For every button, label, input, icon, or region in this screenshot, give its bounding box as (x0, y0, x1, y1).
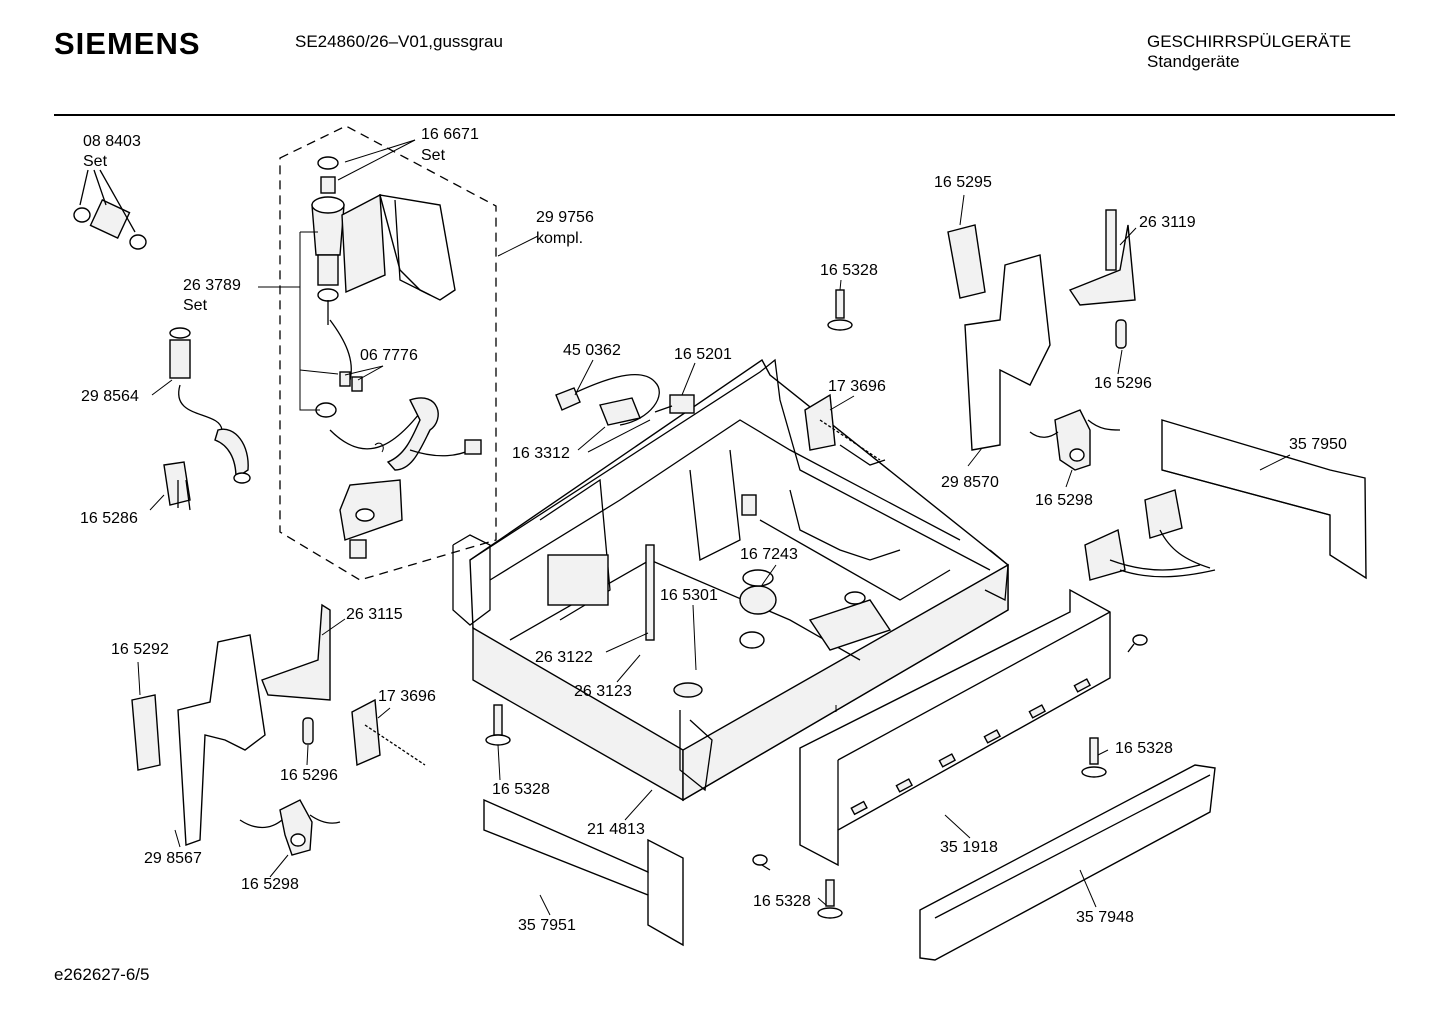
side-panel-357951 (483, 798, 684, 947)
category-subtitle: Standgeräte (1147, 52, 1240, 71)
plinth-357948 (919, 764, 1216, 961)
label-165292: 16 5292 (111, 641, 169, 658)
label-298567: 29 8567 (144, 850, 202, 867)
label-166671: 16 6671 (421, 126, 479, 143)
label-263122: 26 3122 (535, 649, 593, 666)
label-357951: 35 7951 (518, 917, 576, 934)
label-165298-left: 16 5298 (241, 876, 299, 893)
label-067776: 06 7776 (360, 347, 418, 364)
kickplate-351918 (799, 588, 1111, 867)
label-165298-right: 16 5298 (1035, 492, 1093, 509)
label-165328-top: 16 5328 (820, 262, 878, 279)
label-088403: 08 8403 (83, 133, 141, 150)
kit-outline-299756 (279, 125, 497, 581)
inlet-valve-assembly (311, 156, 482, 559)
label-173696-top: 17 3696 (828, 378, 886, 395)
label-165296-left: 16 5296 (280, 767, 338, 784)
label-263115: 26 3115 (346, 606, 403, 623)
wiring-harness (1084, 489, 1216, 581)
label-263123: 26 3123 (574, 683, 632, 700)
label-263789: 26 3789 (183, 277, 241, 294)
label-450362: 45 0362 (563, 342, 621, 359)
hinge-assembly-right (947, 209, 1136, 471)
label-088403-set: Set (83, 153, 108, 170)
part-labels: 08 8403 Set 16 6671 Set 29 9756 kompl. 2… (80, 126, 1347, 934)
label-165328-right: 16 5328 (1115, 740, 1173, 757)
label-214813: 21 4813 (587, 821, 645, 838)
tension-spring-top (804, 393, 886, 466)
label-173696-left: 17 3696 (378, 688, 436, 705)
base-tub-drawing (452, 358, 1009, 802)
label-167243: 16 7243 (740, 546, 798, 563)
adjustable-foot-right (1081, 737, 1107, 778)
label-263789-set: Set (183, 297, 208, 314)
screw-right (1127, 634, 1148, 653)
clip-165286 (163, 461, 191, 511)
label-299756-kompl: kompl. (536, 230, 583, 247)
label-357948: 35 7948 (1076, 909, 1134, 926)
category-title: GESCHIRRSPÜLGERÄTE (1147, 32, 1352, 51)
label-165296-right: 16 5296 (1094, 375, 1152, 392)
side-panel-357950 (1161, 419, 1367, 580)
label-351918: 35 1918 (940, 839, 998, 856)
label-163312: 16 3312 (512, 445, 570, 462)
hinge-assembly-left (131, 603, 426, 856)
label-298564: 29 8564 (81, 388, 139, 405)
adjustable-foot-top (827, 289, 853, 331)
adjustable-foot-bottom (752, 854, 843, 919)
adjustable-foot-left (485, 704, 511, 746)
header-divider (54, 114, 1395, 116)
label-165328-bottom: 16 5328 (753, 893, 811, 910)
hose-spring (169, 327, 251, 484)
label-165295: 16 5295 (934, 174, 992, 191)
label-299756: 29 9756 (536, 209, 594, 226)
drawing-id: e262627-6/5 (54, 965, 150, 984)
label-298570: 29 8570 (941, 474, 999, 491)
label-165328-foot: 16 5328 (492, 781, 550, 798)
label-165301: 16 5301 (660, 587, 718, 604)
cable-assembly (555, 374, 695, 426)
label-263119: 26 3119 (1139, 214, 1196, 231)
label-357950: 35 7950 (1289, 436, 1347, 453)
leader-lines (137, 139, 1291, 916)
hose-clamps-set (73, 169, 147, 250)
label-165286: 16 5286 (80, 510, 138, 527)
label-165201: 16 5201 (674, 346, 732, 363)
model-number: SE24860/26–V01,gussgrau (295, 32, 503, 51)
siemens-logo: SIEMENS (54, 26, 201, 61)
label-166671-set: Set (421, 147, 446, 164)
